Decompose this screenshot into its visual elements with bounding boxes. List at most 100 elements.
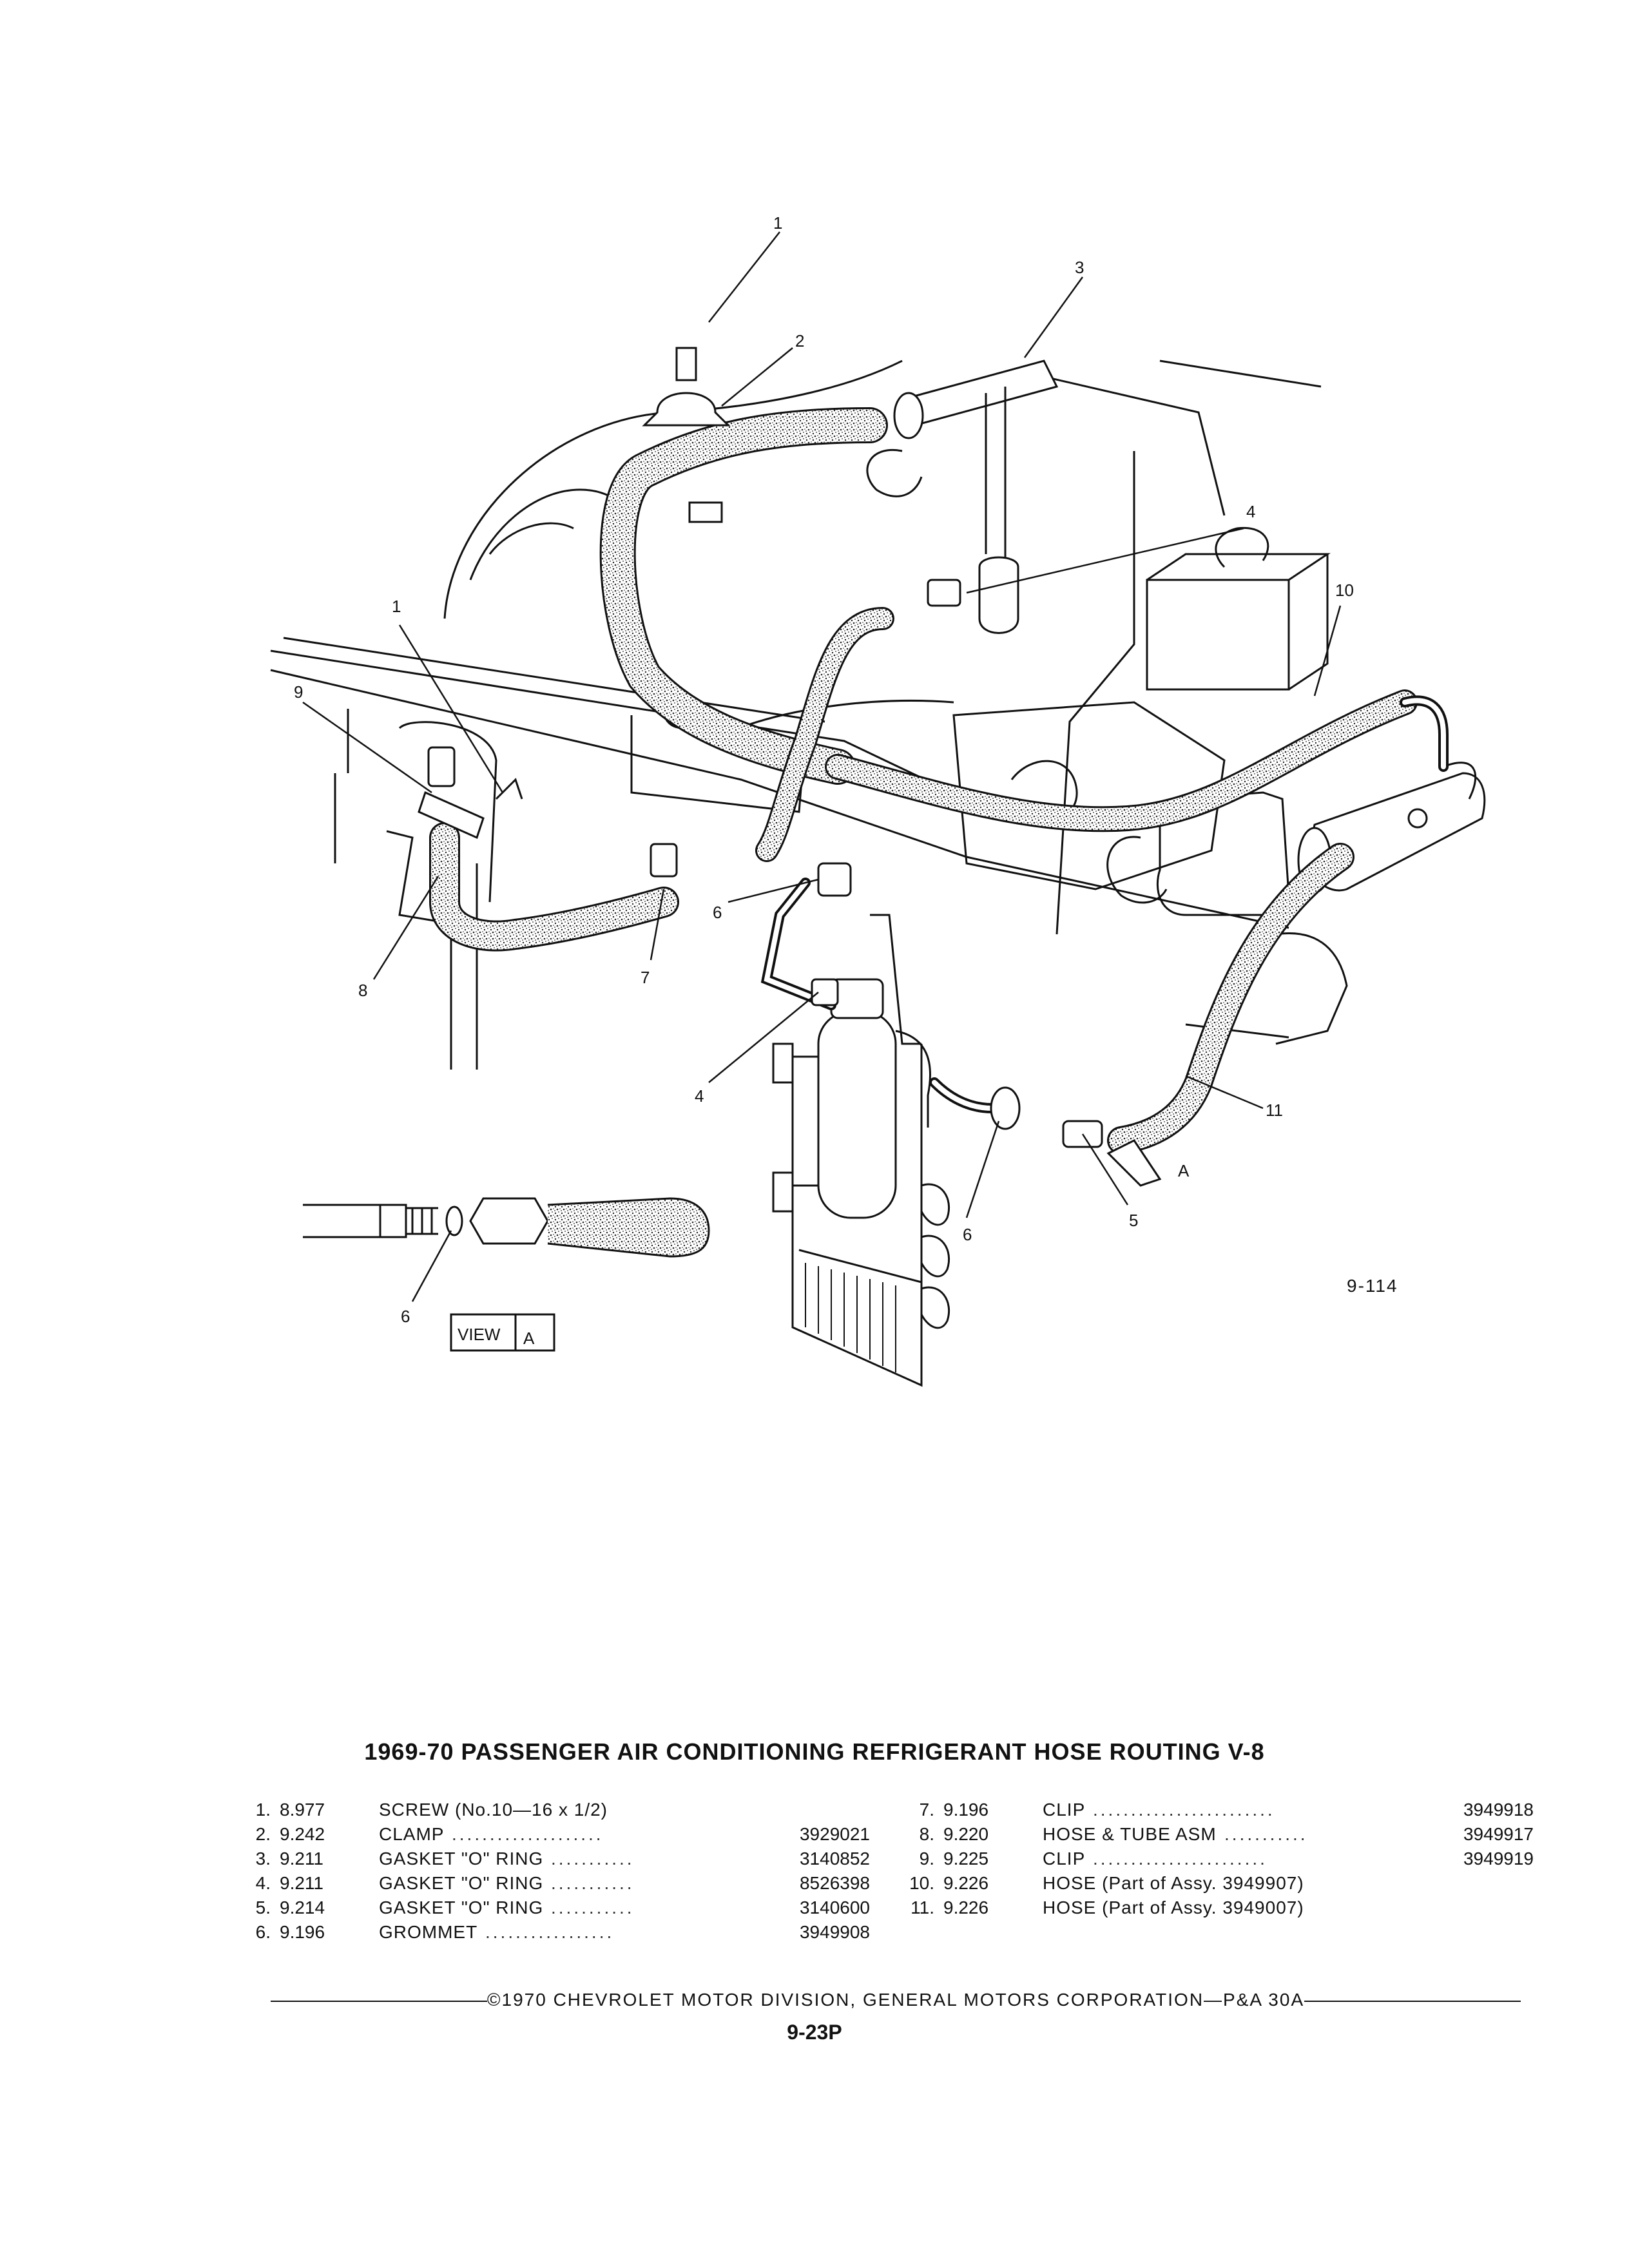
hose-11 xyxy=(1107,843,1354,1155)
view-a-letter: A xyxy=(523,1329,535,1348)
part-number-index: 9. xyxy=(919,1849,934,1869)
part-number-index: 11. xyxy=(911,1898,934,1917)
part-ref-code: 8.977 xyxy=(280,1800,325,1820)
part-description: CLIP xyxy=(1043,1800,1086,1820)
part-ref-code: 9.211 xyxy=(280,1849,323,1869)
fitting-4-lower xyxy=(811,978,839,1006)
part-number-index: 3. xyxy=(255,1849,271,1869)
copyright-rule-left xyxy=(271,2001,487,2002)
part-leader-dots: ....................... xyxy=(1093,1849,1268,1869)
parts-row: 9. 9.225 CLIP....................... 394991… xyxy=(902,1847,1547,1871)
callout-6-inset: 6 xyxy=(401,1307,410,1326)
receiver-drier xyxy=(772,978,931,1219)
hose-evaporator-to-drier xyxy=(755,607,894,862)
part-number-index: 5. xyxy=(255,1898,271,1917)
parts-row: 10. 9.226 HOSE (Part of Assy. 3949907) xyxy=(902,1871,1547,1896)
part-ref-code: 9.226 xyxy=(943,1898,989,1917)
part-ref-code: 9.196 xyxy=(280,1922,325,1942)
hose-routing-diagram: VIEW A 1 2 3 4 10 1 9 8 7 6 4 6 5 11 A 6 xyxy=(270,213,1486,1387)
part-number: 3140600 xyxy=(799,1898,870,1917)
clip-7 xyxy=(650,843,678,878)
callout-3: 3 xyxy=(1075,258,1084,277)
view-a-inset xyxy=(303,1197,710,1258)
callout-5: 5 xyxy=(1129,1211,1138,1230)
part-number-index: 8. xyxy=(919,1824,934,1844)
part-leader-dots: ........... xyxy=(551,1898,635,1917)
fitting-4-upper xyxy=(927,579,961,607)
leader-lines xyxy=(302,231,1342,1302)
view-a-box xyxy=(450,1313,555,1352)
screw-1-upper xyxy=(675,347,697,381)
part-leader-dots: .................... xyxy=(452,1824,604,1844)
part-number: 3140852 xyxy=(799,1849,870,1869)
callout-11: 11 xyxy=(1266,1100,1283,1120)
parts-row: 5. 9.214 GASKET "O" RING........... 3140600 xyxy=(238,1896,896,1920)
part-ref-code: 9.225 xyxy=(943,1849,989,1869)
parts-row: 8. 9.220 HOSE & TUBE ASM........... 3949917 xyxy=(902,1822,1547,1847)
callout-1-upper: 1 xyxy=(773,213,782,233)
callout-6-upper: 6 xyxy=(713,903,722,922)
part-leader-dots: ................. xyxy=(485,1922,615,1942)
view-a-arrow xyxy=(1106,1139,1162,1187)
part-ref-code: 9.211 xyxy=(280,1873,323,1893)
callout-10: 10 xyxy=(1335,581,1354,600)
part-description: CLAMP xyxy=(379,1824,445,1844)
parts-row: 11. 9.226 HOSE (Part of Assy. 3949007) xyxy=(902,1896,1547,1920)
page-title: 1969-70 PASSENGER AIR CONDITIONING REFRI… xyxy=(364,1738,1265,1765)
part-ref-code: 9.196 xyxy=(943,1800,989,1820)
part-leader-dots: ........... xyxy=(551,1849,635,1869)
part-description: GASKET "O" RING xyxy=(379,1873,544,1893)
callout-a: A xyxy=(1178,1161,1190,1180)
copyright-text: ©1970 CHEVROLET MOTOR DIVISION, GENERAL … xyxy=(487,1990,1305,2010)
hose-suction-upper xyxy=(599,407,888,785)
part-ref-code: 9.226 xyxy=(943,1873,989,1893)
engine-body-outlines xyxy=(270,360,1348,1070)
part-number: 3949918 xyxy=(1463,1800,1534,1820)
hose-8 xyxy=(429,822,679,952)
part-number: 3949917 xyxy=(1463,1824,1534,1844)
callout-6-lower: 6 xyxy=(963,1225,972,1244)
part-ref-code: 9.220 xyxy=(943,1824,989,1844)
part-number-index: 1. xyxy=(255,1800,271,1820)
part-number: 3949908 xyxy=(799,1922,870,1942)
part-description: HOSE (Part of Assy. 3949007) xyxy=(1043,1898,1304,1917)
clip-9 xyxy=(418,791,485,840)
clamp-base xyxy=(688,501,723,523)
part-number: 8526398 xyxy=(799,1873,870,1893)
part-number-index: 7. xyxy=(919,1800,934,1820)
part-description: SCREW (No.10—16 x 1/2) xyxy=(379,1800,608,1820)
part-description: CLIP xyxy=(1043,1849,1086,1869)
hose-10 xyxy=(825,689,1418,832)
part-number-index: 4. xyxy=(255,1873,271,1893)
part-description: GASKET "O" RING xyxy=(379,1898,544,1917)
part-ref-code: 9.214 xyxy=(280,1898,325,1917)
view-a-word: VIEW xyxy=(458,1325,501,1344)
callout-4-upper: 4 xyxy=(1246,502,1255,521)
parts-row: 2. 9.242 CLAMP.................... 3929021 xyxy=(238,1822,896,1847)
parts-row: 1. 8.977 SCREW (No.10—16 x 1/2) xyxy=(238,1798,896,1822)
part-leader-dots: ........................ xyxy=(1093,1800,1275,1820)
part-leader-dots: ........... xyxy=(1224,1824,1308,1844)
fitting-9 xyxy=(427,746,456,787)
callout-2: 2 xyxy=(795,331,804,351)
part-ref-code: 9.242 xyxy=(280,1824,325,1844)
part-description: HOSE & TUBE ASM xyxy=(1043,1824,1217,1844)
parts-list-left: 1. 8.977 SCREW (No.10—16 x 1/2) 2. 9.242 CLAM… xyxy=(238,1798,896,1945)
metal-tubes-inner xyxy=(764,698,1446,1111)
copyright-line: ©1970 CHEVROLET MOTOR DIVISION, GENERAL … xyxy=(271,1990,1521,2010)
fittings xyxy=(418,347,1103,1148)
clamp-2 xyxy=(642,392,731,427)
grommet-6-lower xyxy=(990,1086,1021,1130)
part-description: HOSE (Part of Assy. 3949907) xyxy=(1043,1873,1304,1893)
part-number-index: 10. xyxy=(909,1873,934,1893)
part-number: 3929021 xyxy=(799,1824,870,1844)
callout-4-lower: 4 xyxy=(695,1086,704,1106)
part-number: 3949919 xyxy=(1463,1849,1534,1869)
refrigerant-hoses xyxy=(429,407,1418,1155)
callout-1-lower: 1 xyxy=(392,597,401,616)
part-number-index: 2. xyxy=(255,1824,271,1844)
